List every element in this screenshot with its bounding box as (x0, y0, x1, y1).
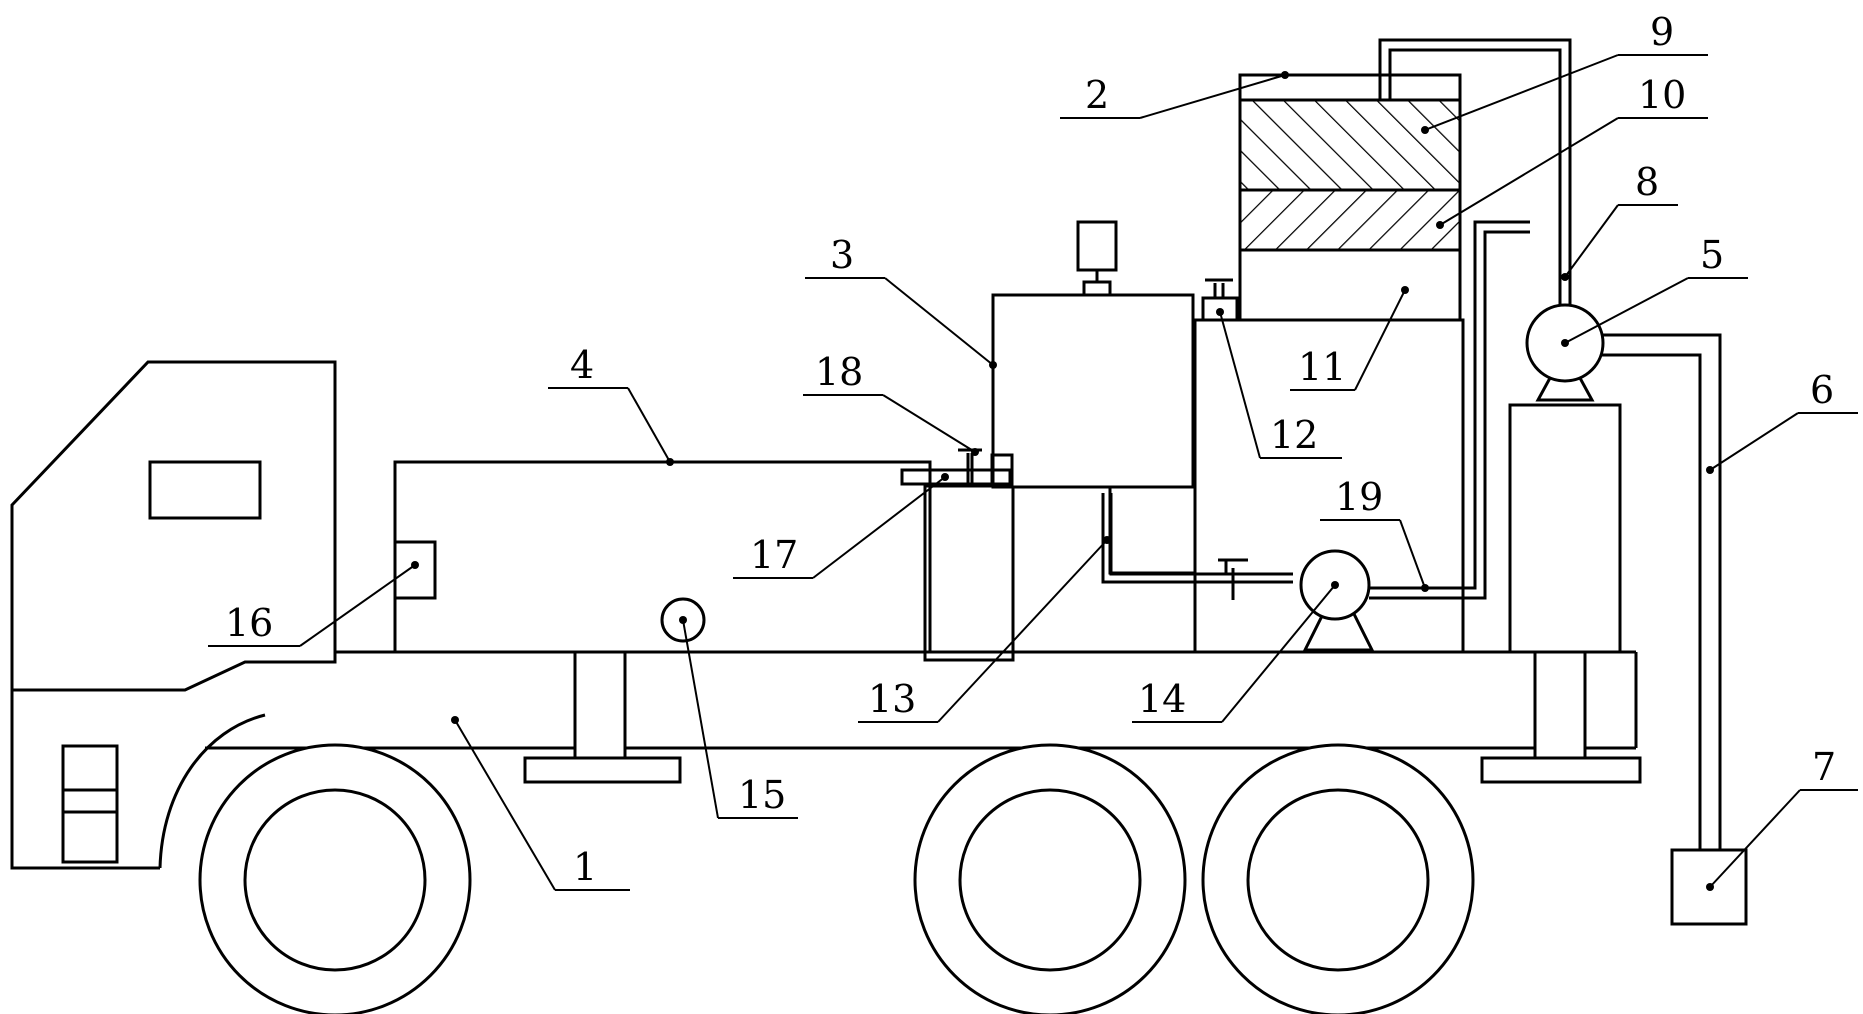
label-4: 4 (570, 343, 594, 387)
label-15: 15 (738, 773, 786, 817)
pipe-17 (900, 468, 1012, 486)
filter-layer-10 (1238, 188, 1462, 252)
label-10: 10 (1638, 73, 1686, 117)
leader-lines (208, 54, 1858, 891)
tank-fitting-16 (393, 540, 437, 600)
cab-window (148, 460, 262, 520)
label-2: 2 (1085, 73, 1109, 117)
label-1: 1 (573, 845, 597, 889)
rear-wheel-1 (913, 743, 1187, 1014)
label-7: 7 (1812, 745, 1836, 789)
filter-layer-9 (1238, 98, 1462, 192)
label-17: 17 (750, 533, 798, 577)
label-11: 11 (1298, 345, 1346, 389)
truck-cab (10, 360, 337, 870)
mixing-tank (991, 220, 1195, 489)
front-wheel (198, 743, 472, 1014)
label-9: 9 (1650, 10, 1674, 54)
cab-step (61, 744, 119, 864)
water-tank (393, 460, 1015, 662)
support-block (923, 484, 1015, 662)
label-19: 19 (1335, 475, 1383, 519)
truck-chassis (205, 650, 1642, 784)
label-5: 5 (1700, 233, 1724, 277)
valve-18 (900, 448, 1014, 487)
front-outrigger (573, 650, 627, 760)
suction-box-7 (1670, 848, 1748, 926)
label-12: 12 (1270, 413, 1318, 457)
label-16: 16 (225, 601, 273, 645)
rear-outrigger-pad (1480, 756, 1642, 784)
label-14: 14 (1138, 677, 1186, 721)
label-13: 13 (868, 677, 916, 721)
label-8: 8 (1635, 160, 1659, 204)
front-outrigger-pad (523, 756, 682, 784)
rear-outrigger (1533, 650, 1587, 760)
label-6: 6 (1810, 368, 1834, 412)
valve-12 (1201, 278, 1239, 322)
pipe-8 (1378, 38, 1572, 310)
label-18: 18 (815, 350, 863, 394)
rear-wheel-2 (1201, 743, 1475, 1014)
tank-valve-15 (660, 597, 706, 643)
label-3: 3 (830, 233, 854, 277)
motor (1076, 220, 1118, 272)
pump-5 (1508, 303, 1722, 850)
filter-unit (1101, 485, 1293, 600)
tower-2 (1238, 73, 1462, 322)
